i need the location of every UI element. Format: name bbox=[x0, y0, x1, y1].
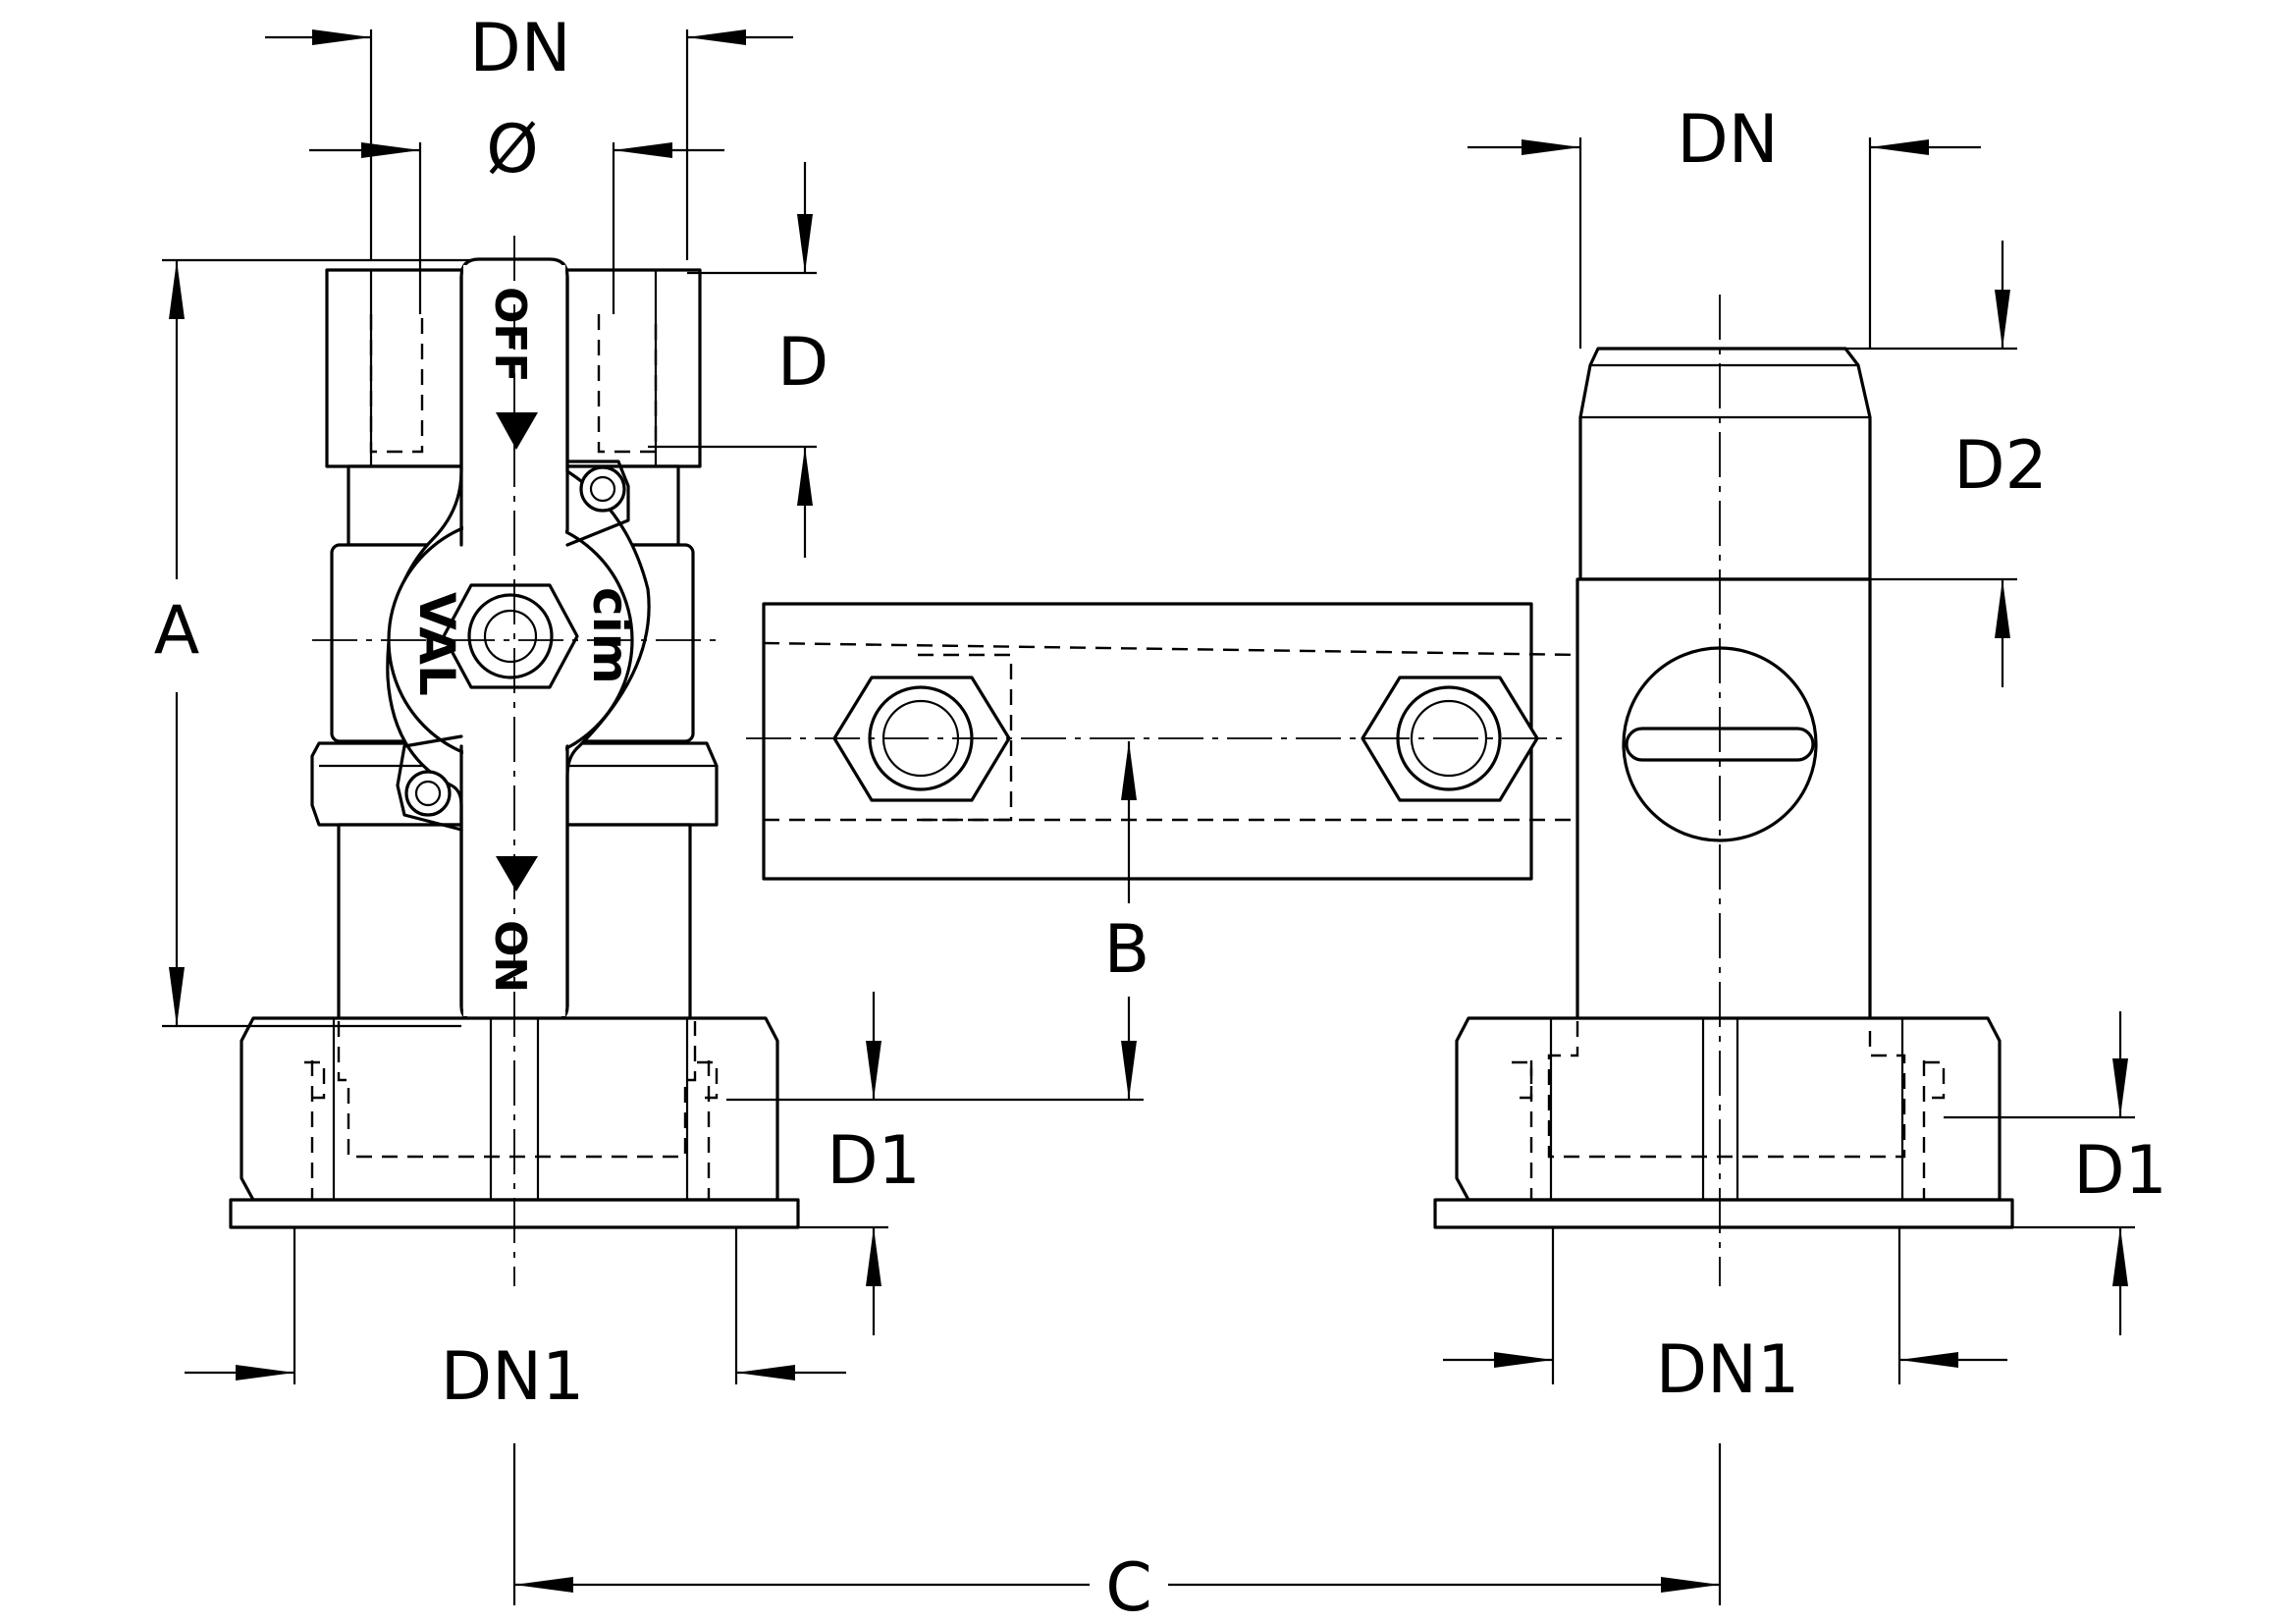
dim-dn1-left: DN1 bbox=[441, 1338, 585, 1416]
coupling-nut-right bbox=[1455, 1016, 2002, 1202]
handle-stop-pin-bottom bbox=[404, 770, 452, 817]
dim-d2: D2 bbox=[1953, 427, 2048, 505]
on-label: ON bbox=[485, 920, 535, 993]
center-lines bbox=[312, 236, 1721, 1286]
dim-dn1-right: DN1 bbox=[1656, 1331, 1800, 1409]
handle-stop-pin-top bbox=[579, 465, 626, 513]
on-arrow-icon bbox=[496, 856, 538, 892]
off-arrow-icon bbox=[496, 412, 538, 450]
gasket-right bbox=[1433, 1198, 2014, 1229]
dim-dn-top-right: DN bbox=[1677, 101, 1778, 179]
dim-dn-top-left: DN bbox=[469, 10, 570, 87]
dim-d1-right: D1 bbox=[2073, 1132, 2167, 1210]
off-label: OFF bbox=[485, 287, 535, 383]
dim-c: C bbox=[1105, 1549, 1151, 1624]
brand-val: VAL bbox=[408, 592, 465, 696]
connecting-bar bbox=[762, 602, 1581, 881]
dim-a: A bbox=[154, 592, 200, 670]
coupling-nut-left bbox=[240, 1016, 779, 1202]
dim-d1-left: D1 bbox=[827, 1122, 921, 1200]
fitting-threaded-top bbox=[1578, 347, 1872, 581]
dimensions: DN Ø D A DN bbox=[154, 10, 2167, 1624]
dim-b: B bbox=[1104, 911, 1150, 989]
brand-cim: cim bbox=[582, 587, 639, 684]
dim-d: D bbox=[777, 324, 828, 402]
dim-diameter: Ø bbox=[486, 111, 539, 189]
tee-fitting bbox=[1433, 347, 2014, 1229]
